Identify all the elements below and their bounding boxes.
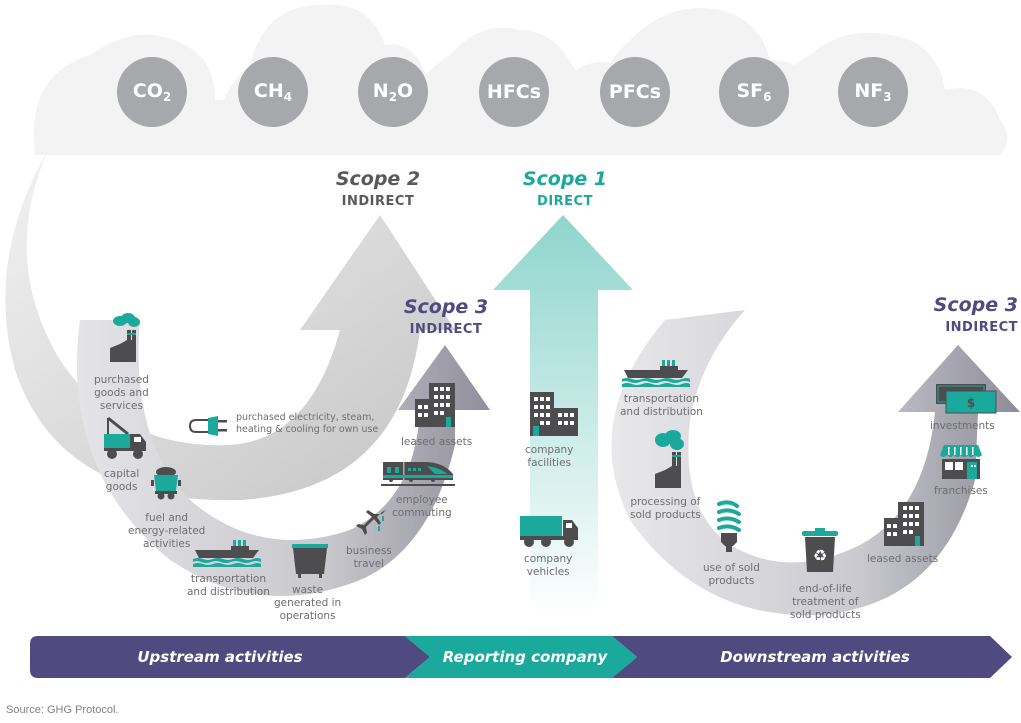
gas-label: NF3: [854, 80, 892, 104]
scope3-upstream-title: Scope 3: [403, 296, 489, 318]
gas-label: N2O: [372, 80, 414, 104]
downstream-activities-label: Downstream activities: [720, 648, 910, 666]
building-icon: [884, 502, 924, 546]
scope3-downstream-title: Scope 3: [933, 294, 1018, 316]
gas-label: SF6: [736, 80, 772, 104]
gas-label: CO2: [132, 80, 172, 104]
lightbulb-icon: [717, 500, 741, 552]
gas-n2o: N2O: [358, 57, 428, 127]
building-icon: [415, 383, 455, 427]
scope2-item-label: purchased electricity, steam,heating & c…: [236, 412, 379, 435]
downstream-item-label: investments: [930, 420, 995, 432]
dumpster-icon: [292, 544, 328, 578]
plug-icon: [188, 416, 227, 436]
reporting-company-label: Reporting company: [442, 648, 608, 666]
downstream-band: [612, 636, 1012, 678]
svg-text:$: $: [967, 396, 975, 410]
svg-text:♻: ♻: [813, 546, 827, 565]
downstream-item-label: leased assets: [867, 553, 939, 565]
recycle-bin-icon: ♻: [802, 528, 838, 572]
storefront-icon: [940, 445, 982, 479]
money-icon: $: [936, 384, 997, 414]
source-note: Source: GHG Protocol.: [6, 704, 119, 716]
company-building-icon: [530, 392, 578, 436]
gas-pfcs: PFCs: [600, 57, 670, 127]
downstream-item-label: franchises: [934, 485, 988, 497]
scope2-arrow: [5, 150, 456, 501]
upstream-band: [30, 636, 430, 678]
gas-hfcs: HFCs: [479, 57, 549, 127]
scope2-title: Scope 2: [335, 168, 421, 190]
scope1-subtitle: DIRECT: [537, 194, 593, 209]
scope3-upstream-subtitle: INDIRECT: [409, 322, 483, 337]
crane-truck-icon: [104, 416, 146, 459]
scope1-title: Scope 1: [522, 168, 608, 190]
gas-nf3: NF3: [838, 57, 908, 127]
gas-ch4: CH4: [238, 57, 308, 127]
scope3-upstream-arrow: [76, 320, 490, 596]
gas-sf6: SF6: [719, 57, 789, 127]
factory-icon: [655, 430, 684, 488]
coal-cart-icon: [151, 467, 181, 500]
upstream-activities-label: Upstream activities: [137, 648, 303, 666]
reporting-band: [405, 636, 637, 678]
upstream-item-label: leased assets: [401, 436, 473, 448]
scope3-downstream-subtitle: INDIRECT: [945, 320, 1018, 335]
airplane-icon: [356, 510, 386, 535]
truck-icon: [520, 516, 578, 547]
ship-icon: [622, 360, 690, 387]
factory-icon: [110, 313, 140, 362]
train-icon: [381, 462, 455, 486]
gas-label: PFCs: [608, 81, 662, 103]
ship-icon: [193, 540, 261, 567]
scope2-subtitle: INDIRECT: [341, 194, 415, 209]
gas-label: CH4: [253, 80, 293, 104]
gas-label: HFCs: [486, 81, 542, 103]
gas-co2: CO2: [117, 57, 187, 127]
